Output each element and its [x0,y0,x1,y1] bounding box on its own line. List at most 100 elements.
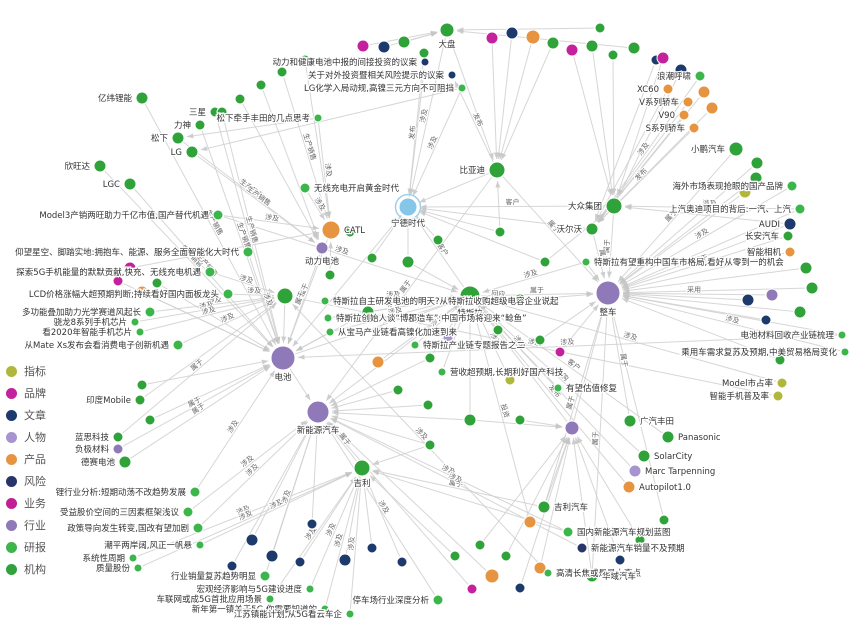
graph-node-byd[interactable] [488,161,506,179]
graph-node-songxia[interactable] [171,131,185,145]
graph-node-rJiangsu[interactable] [345,609,355,619]
graph-node-oB1[interactable] [484,568,500,584]
graph-node-gC8[interactable] [392,384,404,396]
graph-node-rTeslaBattery[interactable] [320,296,330,306]
graph-node-gC5[interactable] [446,312,458,324]
graph-node-mR1[interactable] [656,51,670,65]
graph-node-oB2[interactable] [533,561,547,575]
graph-node-hub6[interactable] [424,352,436,364]
graph-node-rOptics[interactable] [144,306,156,318]
graph-node-rNewyear[interactable] [320,604,330,614]
legend-item-product[interactable]: 产品 [6,448,46,470]
graph-node-gT6[interactable] [627,41,641,55]
graph-node-rXitong[interactable] [128,553,138,563]
graph-node-gT3[interactable] [546,36,560,50]
graph-node-audi[interactable] [783,217,797,231]
graph-node-rModel3[interactable] [212,209,224,221]
legend-item-risk[interactable]: 风险 [6,470,46,492]
graph-node-hub2[interactable] [361,305,375,319]
graph-node-gC7[interactable] [534,334,546,346]
legend-item-org[interactable]: 机构 [6,558,46,580]
graph-node-rShouyi[interactable] [182,506,194,518]
graph-node-lishen[interactable] [194,119,206,131]
graph-node-mT2[interactable] [485,31,499,45]
graph-node-lansi[interactable] [112,431,124,443]
graph-node-rTeslaFounder[interactable] [323,313,333,323]
graph-node-gR2[interactable] [799,261,813,275]
graph-node-gT5[interactable] [607,49,619,61]
graph-node-hub7[interactable] [463,413,477,427]
graph-node-huayu[interactable] [585,569,599,583]
graph-node-powerbat[interactable] [315,241,329,255]
graph-node-rChengyong[interactable] [840,347,850,357]
graph-node-gBr2[interactable] [658,514,670,526]
graph-node-gT4[interactable] [585,39,599,53]
graph-node-rEvmap[interactable] [562,526,574,538]
graph-node-gT1[interactable] [397,35,411,49]
graph-node-dapan[interactable] [439,22,455,38]
graph-node-yindu[interactable] [134,394,146,406]
graph-node-nB7[interactable] [366,542,378,554]
graph-node-ningde[interactable] [398,197,418,217]
graph-node-panaUs[interactable] [661,430,675,444]
graph-node-gC6[interactable] [492,324,504,336]
graph-node-lgc[interactable] [123,177,137,191]
graph-node-rSaicAudi[interactable] [794,203,806,215]
graph-node-gC1[interactable] [344,226,356,238]
graph-node-gR4[interactable] [793,305,807,319]
graph-node-rWuxian[interactable] [299,182,311,194]
graph-node-rLcd[interactable] [222,288,234,300]
graph-node-hub5[interactable] [494,226,506,238]
graph-node-gR6[interactable] [749,171,763,185]
graph-node-mT3[interactable] [565,43,579,57]
graph-node-gL1[interactable] [151,277,163,289]
legend-item-industry[interactable]: 行业 [6,514,46,536]
graph-node-rMateXs[interactable] [172,339,184,351]
graph-node-hubLow[interactable] [564,420,580,436]
graph-node-gArc5[interactable] [216,106,228,118]
graph-node-solarcity[interactable] [637,449,651,463]
graph-node-nT1[interactable] [377,40,391,54]
graph-node-hub8[interactable] [424,439,436,451]
graph-node-nR3[interactable] [760,314,772,326]
graph-node-rXiaolong[interactable] [130,317,140,327]
graph-node-rV2x[interactable] [265,594,275,604]
graph-node-rChao[interactable] [195,540,205,550]
graph-node-rGuzhi[interactable] [553,383,563,393]
graph-node-nBr1[interactable] [614,554,626,566]
graph-node-volvo[interactable] [585,222,599,236]
graph-node-nev[interactable] [306,400,330,424]
graph-node-yiwei[interactable] [135,91,149,105]
legend-item-metric[interactable]: 指标 [6,360,46,382]
graph-node-r5g[interactable] [204,266,216,278]
legend-item-business[interactable]: 业务 [6,492,46,514]
graph-node-rParking[interactable] [432,594,444,606]
graph-node-catl[interactable] [321,220,341,240]
graph-node-gArc3[interactable] [255,79,267,91]
graph-node-rMacro[interactable] [305,584,315,594]
graph-node-nB6[interactable] [338,553,352,567]
graph-node-hub1[interactable] [401,255,415,269]
graph-node-rReshape[interactable] [581,257,591,267]
graph-node-pers2[interactable] [442,332,454,344]
graph-node-mL1[interactable] [123,261,137,275]
graph-node-pVseries[interactable] [682,96,694,108]
graph-node-gB3[interactable] [500,550,512,562]
graph-node-gR5[interactable] [774,354,786,366]
graph-node-rTeslaChain[interactable] [410,340,420,350]
graph-node-pR1[interactable] [765,288,779,302]
graph-node-gC2[interactable] [432,234,444,246]
graph-node-rLghg[interactable] [457,83,467,93]
graph-node-vw[interactable] [605,197,623,215]
graph-node-pSseries[interactable] [688,122,700,134]
graph-node-rLangchao[interactable] [694,70,706,82]
graph-node-gLb1[interactable] [136,379,148,391]
graph-node-xinwangda[interactable] [93,159,107,173]
graph-node-rBmw[interactable] [325,327,335,337]
graph-node-gR1[interactable] [750,156,764,170]
graph-node-oliveR1[interactable] [738,185,752,199]
graph-node-fuji[interactable] [112,443,124,455]
graph-node-battery[interactable] [270,345,296,371]
graph-node-nB4[interactable] [226,560,238,572]
